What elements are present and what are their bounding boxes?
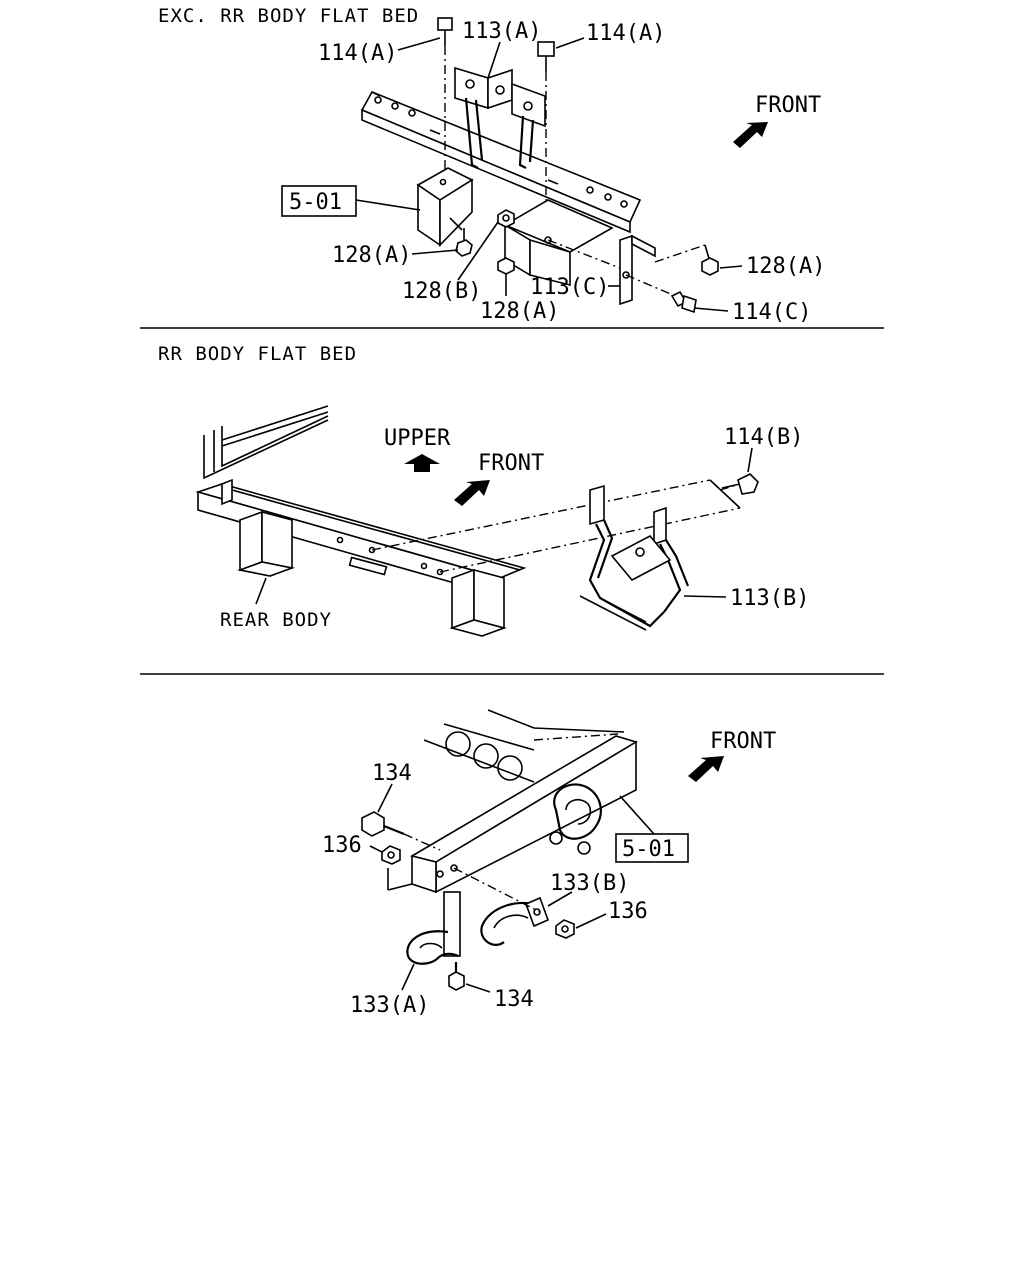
bolt-134-bottom <box>448 962 465 991</box>
bolt-114a-right <box>537 41 555 220</box>
bolt-134-top <box>361 811 441 851</box>
bolt-114c <box>670 290 697 314</box>
ref-box-label: 5-01 <box>622 837 675 862</box>
label-128a-right: 128(A) <box>746 254 825 279</box>
ref-box-label: 5-01 <box>289 190 342 215</box>
section-2-heading: RR BODY FLAT BED <box>158 343 357 365</box>
front-label: FRONT <box>478 451 544 476</box>
rear-body-panel <box>203 405 329 480</box>
front-label: FRONT <box>710 729 776 754</box>
hook-133a <box>406 891 461 965</box>
front-arrow-icon <box>733 122 768 148</box>
nut-128a-mid <box>497 257 515 275</box>
label-rear-body: REAR BODY <box>220 609 332 631</box>
label-114a-left: 114(A) <box>318 41 397 66</box>
channel-5-01 <box>416 167 474 247</box>
label-136-right: 136 <box>608 899 648 924</box>
section-tow-hooks: FRONT 5-01 134 136 133(B) 136 133(A) 134 <box>322 709 776 1018</box>
nut-136-right <box>555 919 575 939</box>
label-113c: 113(C) <box>530 275 609 300</box>
front-arrow-icon <box>688 756 724 782</box>
bracket-113a <box>454 66 546 169</box>
nut-136-left <box>381 845 401 865</box>
frame-tow-hook <box>549 783 602 855</box>
hook-133b <box>453 867 550 946</box>
front-arrow-icon <box>454 480 490 506</box>
tow-cross-member <box>387 735 638 894</box>
nut-128a-right <box>701 257 719 276</box>
nut-128a-left <box>455 228 473 257</box>
ref-box-5-01 <box>615 833 689 863</box>
label-128b: 128(B) <box>402 279 481 304</box>
label-136-left: 136 <box>322 833 362 858</box>
front-label: FRONT <box>755 93 821 118</box>
bracket-113b <box>579 484 690 631</box>
label-113a: 113(A) <box>462 19 541 44</box>
label-128a-mid: 128(A) <box>480 299 559 324</box>
frame-rails <box>423 709 625 783</box>
section-1-heading: EXC. RR BODY FLAT BED <box>158 5 419 27</box>
cross-rail <box>360 90 642 234</box>
bolt-114b <box>721 473 759 495</box>
nut-128b <box>497 209 515 228</box>
upper-arrow-icon <box>404 454 440 472</box>
ref-box-5-01 <box>281 185 357 217</box>
section-rr-body-flat-bed: RR BODY FLAT BED <box>158 343 809 637</box>
bolt-114a-left <box>437 17 453 180</box>
label-114a-right: 114(A) <box>586 21 665 46</box>
label-133a: 133(A) <box>350 993 429 1018</box>
label-133b: 133(B) <box>550 871 629 896</box>
label-113b: 113(B) <box>730 586 809 611</box>
cross-member-right <box>449 568 507 637</box>
label-134-bottom: 134 <box>494 987 534 1012</box>
section-exc-rr-body-flat-bed: EXC. RR BODY FLAT BED <box>158 5 825 325</box>
cross-member-left <box>237 510 295 577</box>
upper-label: UPPER <box>384 426 451 451</box>
label-134-top: 134 <box>372 761 412 786</box>
label-114b: 114(B) <box>724 425 803 450</box>
label-128a-left: 128(A) <box>332 243 411 268</box>
label-114c: 114(C) <box>732 300 811 325</box>
